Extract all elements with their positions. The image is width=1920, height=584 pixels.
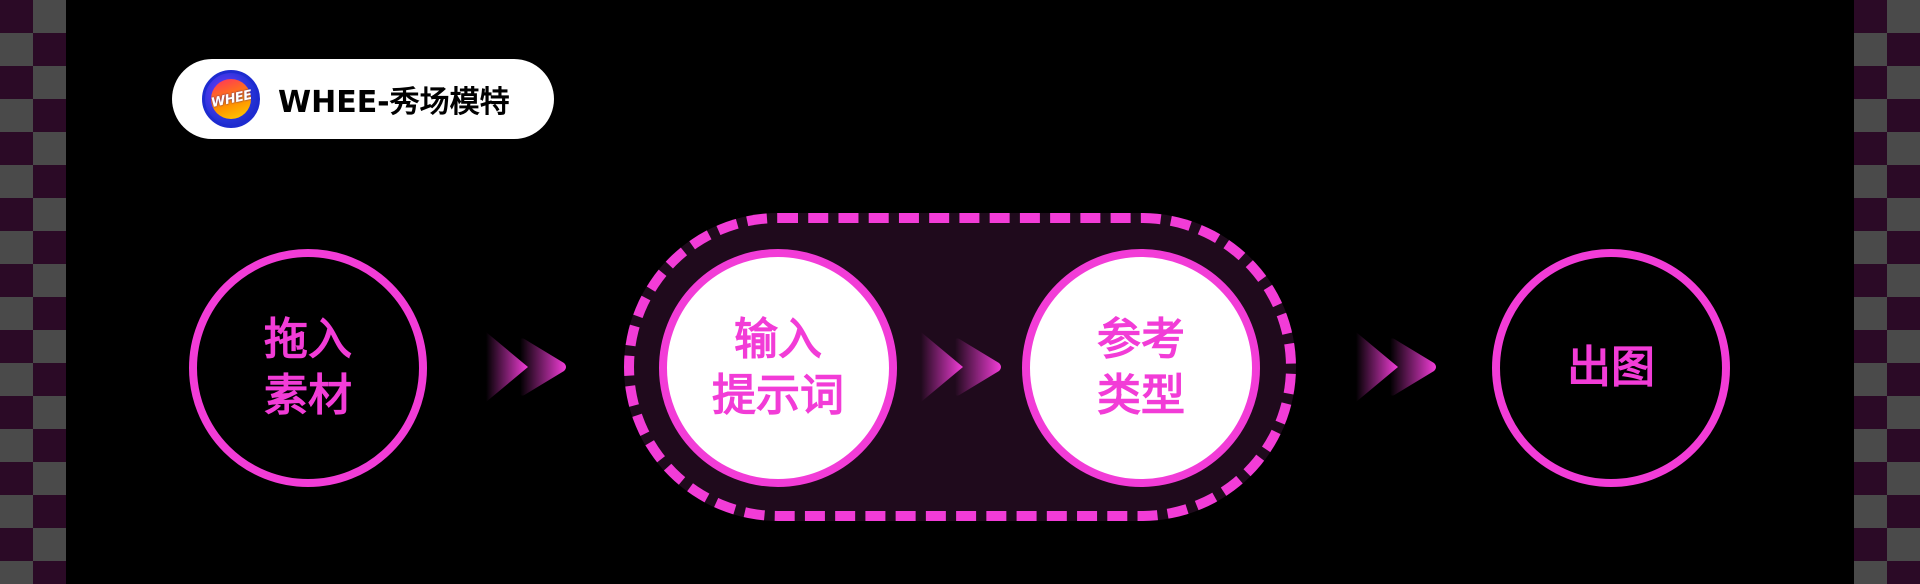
step-output-image: 出图 — [1492, 249, 1730, 487]
double-arrow-right-icon — [486, 332, 566, 402]
step-label: 出图 — [1567, 342, 1655, 393]
left-checker-strip — [0, 0, 66, 584]
brand-name: WHEE-秀场模特 — [278, 85, 510, 120]
step-label: 输入 提示词 — [712, 314, 844, 421]
right-checker-strip — [1854, 0, 1920, 584]
step-label: 参考 类型 — [1097, 314, 1185, 421]
double-arrow-right-icon — [1356, 332, 1436, 402]
double-arrow-right-icon — [921, 332, 1001, 402]
step-enter-prompt: 输入 提示词 — [659, 249, 897, 487]
step-label: 拖入 素材 — [264, 314, 352, 421]
step-reference-type: 参考 类型 — [1022, 249, 1260, 487]
brand-pill: WHEE WHEE-秀场模特 — [172, 59, 554, 139]
brand-logo-text: WHEE — [209, 87, 253, 111]
whee-logo-icon: WHEE — [202, 70, 260, 128]
step-drag-material: 拖入 素材 — [189, 249, 427, 487]
